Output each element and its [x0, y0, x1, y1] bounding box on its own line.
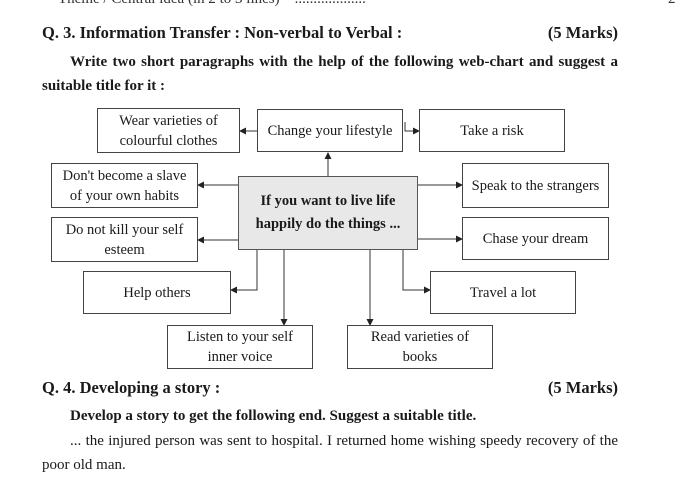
- connector-travel: [402, 250, 431, 294]
- previous-section-cut-line: Theme / Central idea (in 2 to 3 lines) –…: [58, 0, 366, 8]
- node-take-risk: Take a risk: [419, 109, 565, 152]
- web-chart-center: If you want to live life happily do the …: [238, 176, 418, 250]
- q4-instruction: Develop a story to get the following end…: [70, 408, 477, 424]
- node-self-esteem: Do not kill your self esteem: [51, 217, 198, 262]
- node-inner-voice: Listen to your self inner voice: [167, 325, 313, 369]
- node-wear-clothes: Wear varieties of colourful clothes: [97, 108, 240, 153]
- node-read-books: Read varieties of books: [347, 325, 493, 369]
- q3-marks: (5 Marks): [547, 23, 618, 42]
- q3-title: Q. 3. Information Transfer : Non-verbal …: [42, 23, 403, 42]
- node-speak-strangers: Speak to the strangers: [462, 163, 609, 208]
- node-travel: Travel a lot: [430, 271, 576, 314]
- q4-marks: (5 Marks): [547, 378, 618, 397]
- q4-title: Q. 4. Developing a story :: [42, 378, 221, 397]
- node-change-lifestyle: Change your lifestyle: [257, 109, 403, 152]
- node-chase-dream: Chase your dream: [462, 217, 609, 260]
- previous-section-page-marker: 2: [668, 0, 676, 8]
- connector-risk: [404, 122, 420, 135]
- connector-help: [230, 250, 258, 294]
- node-not-slave: Don't become a slave of your own habits: [51, 163, 198, 208]
- q4-story-end: ... the injured person was sent to hospi…: [42, 433, 618, 473]
- node-help-others: Help others: [83, 271, 231, 314]
- q3-instruction: Write two short paragraphs with the help…: [42, 54, 618, 94]
